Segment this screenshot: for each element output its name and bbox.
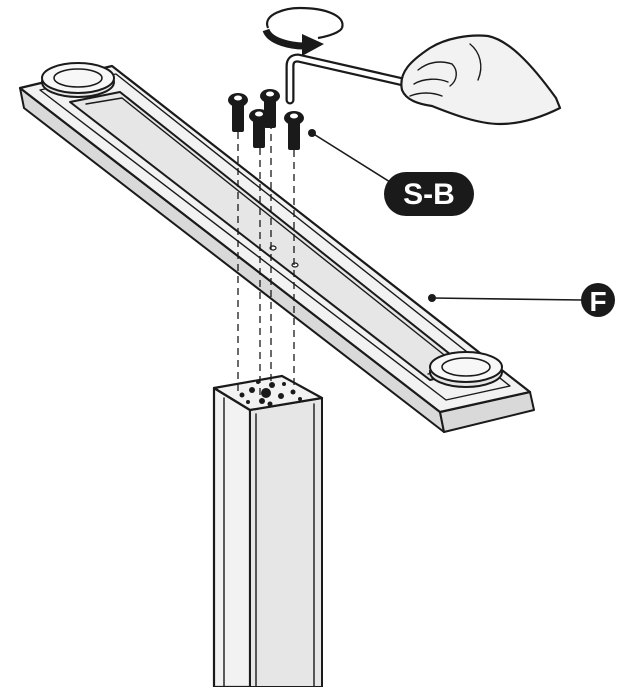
- hand-icon: [400, 34, 562, 126]
- foot-pad-left: [41, 62, 115, 98]
- screw: [260, 89, 280, 128]
- callout-leader-foot: [428, 294, 583, 302]
- leg-column: [212, 374, 324, 687]
- leg-top-holes: [239, 380, 302, 407]
- callout-foot-label: F: [589, 286, 606, 317]
- screw: [284, 111, 304, 150]
- foot-pad-right: [429, 351, 503, 388]
- clockwise-rotation-arrow-icon: [262, 6, 344, 56]
- callout-leader-screw: [308, 129, 399, 188]
- foot-screw-holes: [269, 245, 299, 268]
- screw: [249, 109, 269, 148]
- screw: [228, 93, 248, 132]
- screw-set: [228, 89, 304, 150]
- alignment-lines: [237, 122, 295, 400]
- callout-screw-label: S-B: [403, 178, 455, 211]
- hex-key-icon: [285, 53, 417, 105]
- foot-bar: [18, 62, 535, 433]
- callout-screw-badge: S-B: [384, 172, 474, 216]
- callout-foot-badge: F: [581, 283, 615, 317]
